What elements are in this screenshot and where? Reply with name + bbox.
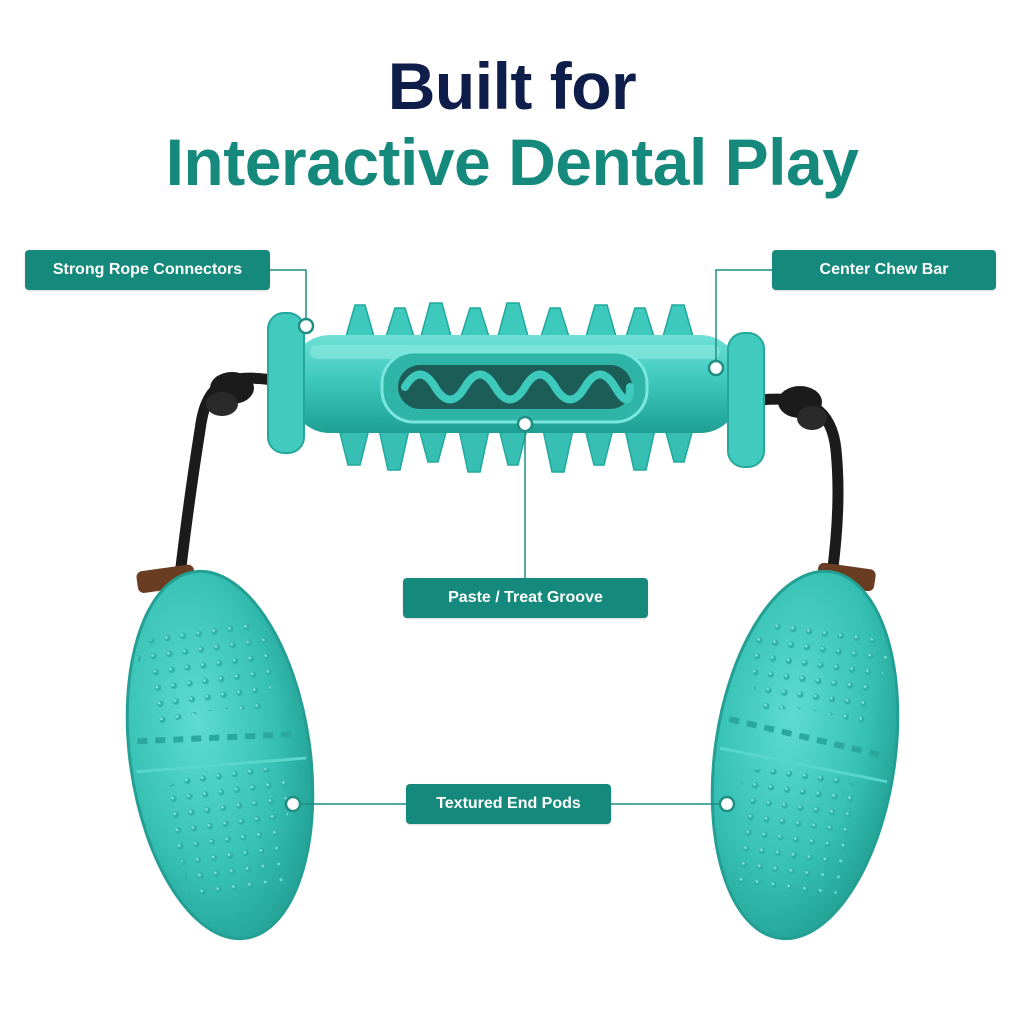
end-pod-right xyxy=(710,562,900,941)
callout-treat-groove: Paste / Treat Groove xyxy=(403,578,648,618)
callout-center-chew-bar: Center Chew Bar xyxy=(772,250,996,290)
marker-groove xyxy=(516,415,534,433)
callout-center-chew-bar-label: Center Chew Bar xyxy=(819,261,949,278)
callout-end-pods: Textured End Pods xyxy=(406,784,611,824)
callout-markers xyxy=(284,317,736,813)
headline-line-2: Interactive Dental Play xyxy=(165,125,859,199)
center-chew-bar xyxy=(267,302,765,473)
marker-rope xyxy=(297,317,315,335)
callout-treat-groove-label: Paste / Treat Groove xyxy=(448,589,603,606)
rope-right xyxy=(754,386,844,581)
callout-end-pods-label: Textured End Pods xyxy=(436,795,581,812)
marker-pod-left xyxy=(284,795,302,813)
headline-line-1: Built for xyxy=(387,49,637,123)
leader-chew xyxy=(715,269,772,368)
leader-lines xyxy=(270,269,772,805)
leader-rope xyxy=(270,269,307,326)
callout-rope-connectors: Strong Rope Connectors xyxy=(25,250,270,290)
end-pod-left xyxy=(125,564,315,941)
marker-chew xyxy=(707,359,725,377)
marker-pod-right xyxy=(718,795,736,813)
callout-rope-connectors-label: Strong Rope Connectors xyxy=(52,261,243,278)
rope-left xyxy=(174,372,278,581)
